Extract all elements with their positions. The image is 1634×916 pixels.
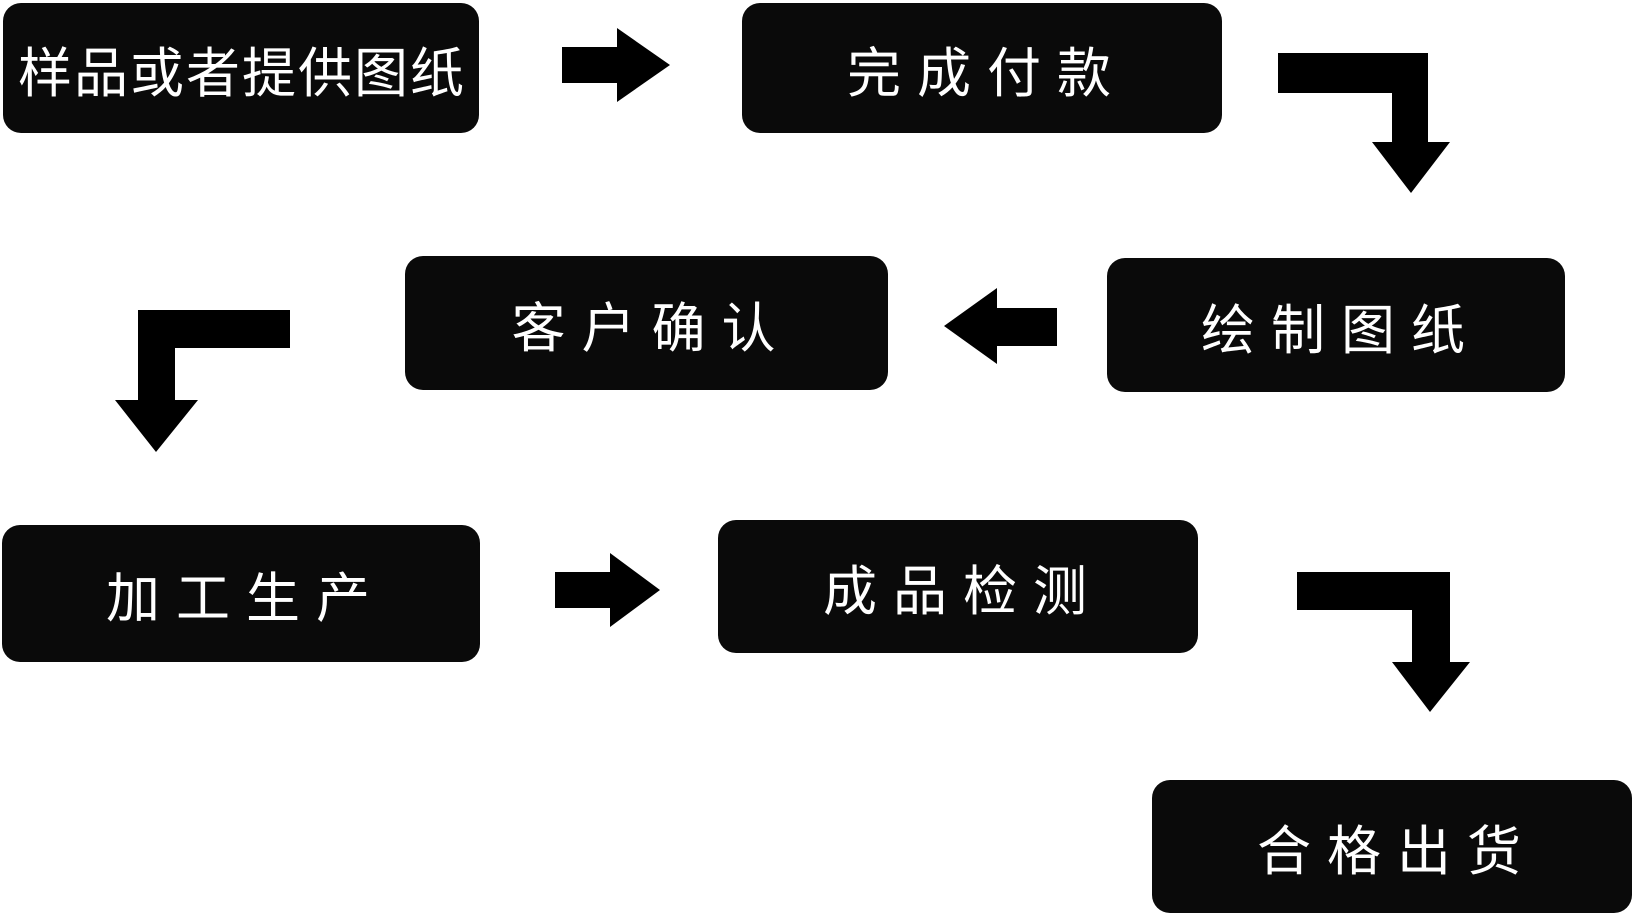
arrow-sample-to-payment-icon: [562, 28, 670, 102]
node-confirm: 客户确认: [405, 256, 888, 390]
node-payment: 完成付款: [742, 3, 1222, 133]
node-production: 加工生产: [2, 525, 480, 662]
arrow-confirm-to-production-icon: [115, 310, 290, 452]
arrow-draw-to-confirm-icon: [944, 288, 1057, 364]
node-sample: 样品或者提供图纸: [3, 3, 479, 133]
arrow-inspection-to-shipment-icon: [1297, 572, 1470, 712]
node-inspection: 成品检测: [718, 520, 1198, 653]
arrow-production-to-inspection-icon: [555, 553, 660, 627]
node-shipment: 合格出货: [1152, 780, 1632, 913]
node-draw: 绘制图纸: [1107, 258, 1565, 392]
arrow-payment-to-draw-icon: [1278, 53, 1450, 193]
